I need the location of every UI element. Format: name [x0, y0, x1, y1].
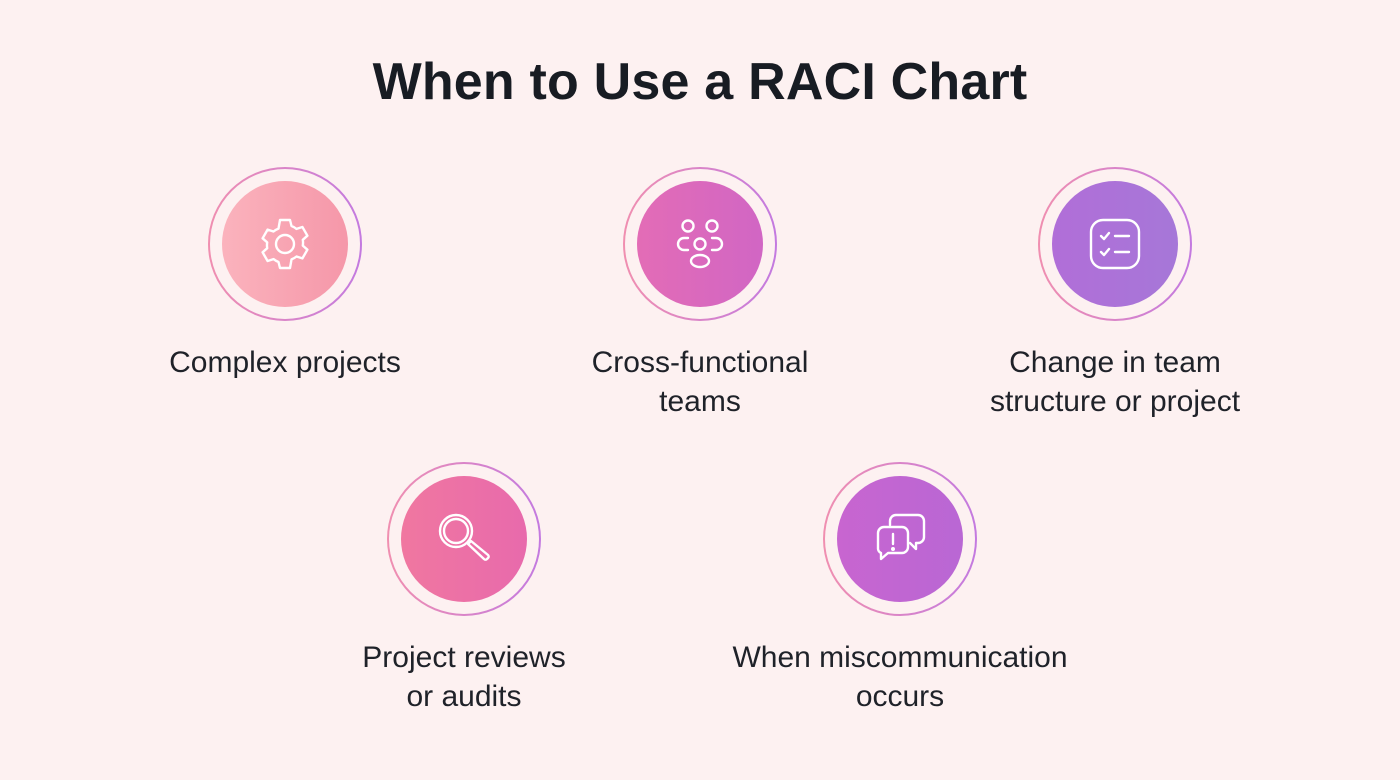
- badge-circle: [1052, 181, 1178, 307]
- badge-ring: [623, 167, 777, 321]
- badge-ring: [1038, 167, 1192, 321]
- checklist-icon: [1089, 218, 1141, 270]
- badge-ring: [387, 462, 541, 616]
- item-cross-functional-teams: Cross-functional teams: [500, 167, 900, 421]
- page-title: When to Use a RACI Chart: [372, 53, 1028, 111]
- chat-alert-icon: [876, 513, 926, 561]
- item-label: Change in team structure or project: [989, 346, 1241, 418]
- badge-circle: [837, 476, 963, 602]
- item-label: Complex projects: [169, 346, 401, 379]
- item-label: Cross-functional teams: [591, 346, 809, 418]
- magnifier-icon: [438, 513, 490, 561]
- badge-ring: [823, 462, 977, 616]
- badge-circle: [637, 181, 763, 307]
- badge-ring: [208, 167, 362, 321]
- badge-circle: [222, 181, 348, 307]
- item-complex-projects: Complex projects: [85, 167, 485, 382]
- item-change-in-team-structure: Change in team structure or project: [915, 167, 1315, 421]
- badge-circle: [401, 476, 527, 602]
- item-label: Project reviews or audits: [362, 641, 566, 713]
- item-project-reviews: Project reviews or audits: [264, 462, 664, 716]
- item-label: When miscommunication occurs: [732, 641, 1068, 713]
- team-icon: [676, 219, 724, 269]
- gear-icon: [261, 218, 309, 270]
- item-miscommunication: When miscommunication occurs: [700, 462, 1100, 716]
